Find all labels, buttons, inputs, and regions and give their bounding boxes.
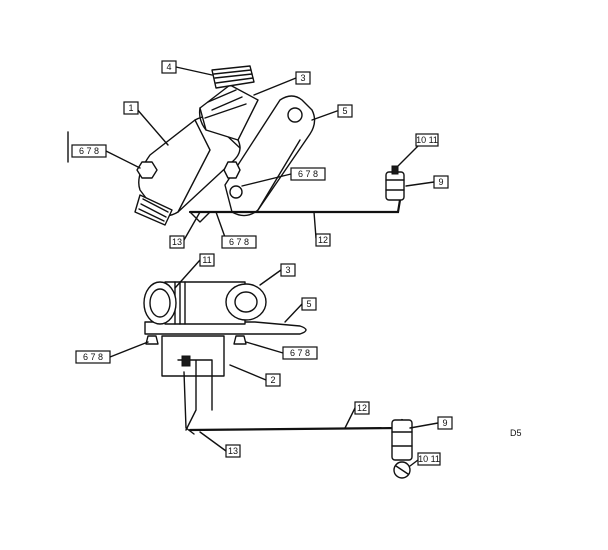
svg-text:10 11: 10 11 (418, 454, 440, 464)
bottom-assembly-view (143, 281, 413, 479)
callout-box-678-right: 6 7 8 (290, 167, 326, 181)
callout-box-1011-top: 10 11 (415, 133, 439, 147)
callout-box-13-bottom: 13 (225, 444, 241, 458)
solenoid-part-3 (198, 84, 259, 141)
svg-text:1: 1 (128, 103, 133, 113)
bracket-plate-part-5 (224, 95, 316, 217)
svg-text:9: 9 (438, 177, 443, 187)
callout-box-678-bottom: 6 7 8 (221, 235, 257, 249)
svg-text:6 7 8: 6 7 8 (290, 348, 310, 358)
callout-box-3: 3 (295, 71, 311, 85)
svg-text:12: 12 (318, 235, 328, 245)
svg-text:4: 4 (166, 62, 171, 72)
callout-box-2-bottom: 2 (265, 373, 281, 387)
nut-icon (223, 161, 241, 179)
callout-box-9-top: 9 (433, 175, 449, 189)
svg-text:12: 12 (357, 403, 367, 413)
svg-text:5: 5 (306, 299, 311, 309)
callout-box-5-bottom: 5 (301, 297, 317, 311)
svg-text:6 7 8: 6 7 8 (229, 237, 249, 247)
svg-text:6 7 8: 6 7 8 (298, 169, 318, 179)
lever-part-13-bottom (183, 371, 195, 435)
callout-box-3-bottom: 3 (280, 263, 296, 277)
svg-text:3: 3 (300, 73, 305, 83)
cap-part-4 (211, 65, 255, 89)
svg-text:5: 5 (342, 106, 347, 116)
callout-box-12-top: 12 (315, 233, 331, 247)
callout-box-5: 5 (337, 104, 353, 118)
base-plate-part-5 (144, 321, 307, 335)
svg-text:11: 11 (202, 255, 211, 265)
callout-box-1011-bottom: 10 11 (417, 452, 441, 466)
callout-box-13-top: 13 (169, 235, 185, 249)
callout-box-4: 4 (161, 60, 177, 74)
mounting-bolts (145, 335, 247, 345)
callout-box-11-bottom: 11 (199, 253, 215, 267)
svg-text:13: 13 (172, 237, 182, 247)
switch-part-9-bottom (391, 419, 413, 479)
solenoid-part-3-round (225, 283, 267, 321)
callout-box-678-left: 6 7 8 (67, 131, 107, 163)
linkage-rod-part-12-bottom (188, 418, 404, 432)
lever-part-13 (189, 211, 211, 223)
svg-text:10 11: 10 11 (416, 135, 438, 145)
callout-box-678-bottom-left: 6 7 8 (75, 350, 111, 364)
callout-box-12-bottom: 12 (354, 401, 370, 415)
bracket-block-part-2 (161, 335, 225, 431)
top-assembly-view (134, 65, 405, 226)
callout-box-9-bottom: 9 (437, 416, 453, 430)
callout-leaders (105, 66, 439, 467)
svg-text:2: 2 (270, 375, 275, 385)
svg-text:13: 13 (228, 446, 238, 456)
linkage-rod-part-12 (188, 198, 402, 214)
svg-text:3: 3 (285, 265, 290, 275)
switch-part-9 (385, 165, 405, 201)
callout-box-1: 1 (123, 101, 139, 115)
svg-text:6 7 8: 6 7 8 (83, 352, 103, 362)
svg-text:6 7 8: 6 7 8 (79, 146, 99, 156)
page-code: D5 (510, 428, 522, 438)
callout-box-678-bottom-right: 6 7 8 (282, 346, 318, 360)
svg-text:9: 9 (442, 418, 447, 428)
